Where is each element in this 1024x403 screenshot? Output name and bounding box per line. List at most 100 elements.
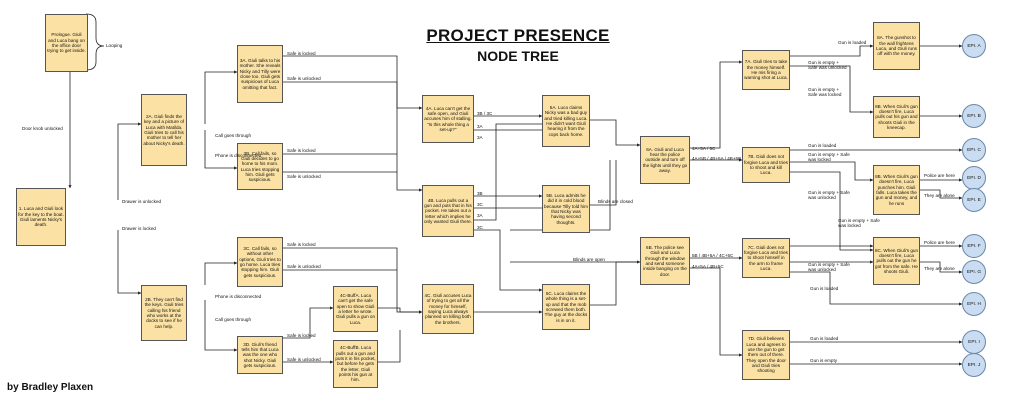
label-safe-locked-3d: Safe is locked	[287, 333, 316, 338]
node-3d-text: 3D. Giuli's friend tells him that Luca w…	[241, 341, 279, 368]
label-door-knob: Door knob unlocked	[22, 126, 63, 131]
node-3b-text: 3B. Call fails, so Giuli decides to go h…	[240, 150, 280, 183]
label-phone-disc-1: Phone is disconnected	[215, 153, 262, 158]
ending-g: EPI. G	[962, 260, 986, 284]
node-prologue-text: Prologue. Giuli and Luca bang on the off…	[47, 32, 86, 54]
label-gun-empty-7a: Gun is empty + Safe was unlocked	[808, 60, 847, 70]
node-2a: 2A. Giuli finds the key and a picture of…	[141, 94, 187, 166]
ending-c: EPI. C	[962, 138, 986, 162]
node-8b-alt-text: 8B. When Giuli's gun doesn't fire, Luca …	[875, 174, 918, 206]
label-6b-top: 5B / 4B+5A / 4C+5C	[692, 253, 734, 258]
node-8c-text: 8C. When Giuli's gun doesn't fire, Luca …	[875, 247, 919, 274]
node-8a-text: 8A. The gunshot to the wall frightens Lu…	[876, 35, 917, 57]
node-7b-text: 7B. Giuli does not forgive Luca and trie…	[744, 154, 788, 176]
label-6b-mid: 4A+5A / 4B+5C	[692, 264, 724, 269]
node-5b-text: 5B. Luca admits he did it in cold blood …	[544, 193, 588, 225]
label-4b-3b: 3B	[477, 191, 483, 196]
node-4c-buffa-text: 4C-BuffA. Luca can't get the safe open t…	[335, 293, 376, 325]
node-4c: 4C. Giuli accuses Luca of trying to get …	[422, 284, 474, 334]
label-gun-empty-7a-2: Gun is empty + Safe was locked	[808, 87, 842, 97]
node-4b-text: 4B. Luca pulls out a gun and puts that i…	[424, 197, 473, 224]
label-call-through-2: Call goes through	[215, 317, 252, 322]
node-5a: 5A. Luca claims Nicky was a bad guy and …	[542, 95, 590, 147]
node-5c-text: 5C. Luca claims the whole thing is a set…	[544, 291, 588, 323]
node-3c-text: 3C. Call fails, so without other options…	[239, 246, 281, 278]
label-safe-unlocked-3b: Safe is unlocked	[287, 174, 321, 179]
node-7a: 7A. Giuli tries to take the money himsel…	[742, 50, 790, 90]
page-title: PROJECT PRESENCE	[426, 26, 610, 45]
node-2a-text: 2A. Giuli finds the key and a picture of…	[143, 114, 185, 146]
label-gun-loaded-7a: Gun is loaded	[838, 40, 867, 45]
node-4c-buffa: 4C-BuffA. Luca can't get the safe open t…	[333, 286, 378, 332]
ending-a: EPI. A	[962, 34, 986, 58]
node-2b: 2B. They can't find the keys. Giuli trie…	[141, 285, 187, 341]
node-3a: 3A. Giuli talks to his mother. She revea…	[237, 45, 283, 103]
label-gun-loaded-7b: Gun is loaded	[808, 143, 837, 148]
ending-d: EPI. D	[962, 166, 986, 190]
label-alone-1: They are alone	[924, 193, 955, 198]
node-3b: 3B. Call fails, so Giuli decides to go h…	[237, 143, 283, 190]
node-4c-buffb: 4C-BuffB. Luca pulls out a gun and puts …	[333, 340, 378, 388]
node-7d-text: 7D. Giuli believes Luca and agrees to us…	[746, 336, 786, 374]
label-safe-unlocked-3c: Safe is unlocked	[287, 264, 321, 269]
label-gun-empty-7b: Gun is empty + Safe was locked	[808, 152, 850, 162]
node-4c-buffb-text: 4C-BuffB. Luca pulls out a gun and puts …	[335, 345, 376, 383]
label-4b-3c-2: 3C	[477, 225, 483, 230]
node-5a-text: 5A. Luca claims Nicky was a bad guy and …	[544, 105, 588, 137]
label-4b-3c: 3C	[477, 202, 483, 207]
ending-b: EPI. B	[962, 104, 986, 128]
node-4b: 4B. Luca pulls out a gun and puts that i…	[422, 185, 474, 237]
label-blinds-open: Blinds are open	[573, 257, 605, 262]
label-safe-locked-3a: Safe is locked	[287, 51, 316, 56]
label-4a-3b3c: 3B / 3C	[477, 111, 493, 116]
node-6b: 6B. The police see Giuli and Luca throug…	[640, 237, 690, 285]
node-7c: 7C. Giuli does not forgive Luca and trie…	[742, 238, 790, 278]
label-gun-empty-7c-2: Gun is empty + Safe was unlocked	[808, 262, 850, 272]
node-7a-text: 7A. Giuli tries to take the money himsel…	[744, 59, 788, 81]
node-3a-text: 3A. Giuli talks to his mother. She revea…	[239, 58, 281, 90]
label-alone-2: They are alone	[924, 266, 955, 271]
label-blinds-closed: Blinds are closed	[598, 199, 633, 204]
node-8a: 8A. The gunshot to the wall frightens Lu…	[873, 22, 920, 70]
label-gun-loaded-7d: Gun is loaded	[810, 336, 839, 341]
label-6a-top: 4A+5A / 5C	[692, 146, 716, 151]
node-4c-text: 4C. Giuli accuses Luca of trying to get …	[424, 293, 472, 325]
label-looping: Looping	[106, 43, 123, 48]
node-3d: 3D. Giuli's friend tells him that Luca w…	[237, 336, 283, 374]
node-6b-text: 6B. The police see Giuli and Luca throug…	[643, 245, 687, 277]
label-police-here-1: Police are here	[924, 173, 955, 178]
ending-e: EPI. E	[962, 188, 986, 212]
ending-i: EPI. I	[962, 330, 986, 354]
author-credit: by Bradley Plaxen	[7, 382, 94, 393]
node-4a: 4A. Luca can't get the safe open, and Gi…	[422, 95, 474, 143]
label-gun-empty-7b-2: Gun is empty + Safe was unlocked	[808, 190, 850, 200]
label-6a-mid: 4A+5B / 4B+5A / 4B+5B	[692, 156, 742, 161]
node-2b-text: 2B. They can't find the keys. Giuli trie…	[144, 297, 184, 329]
node-7c-text: 7C. Giuli does not forgive Luca and trie…	[744, 244, 788, 271]
node-6a: 6A. Giuli and Luca hear the police outsi…	[640, 136, 690, 184]
node-7d: 7D. Giuli believes Luca and agrees to us…	[742, 330, 790, 380]
node-1: 1. Luca and Giuli look for the key to th…	[16, 188, 66, 246]
node-7b: 7B. Giuli does not forgive Luca and trie…	[742, 147, 790, 183]
page-subtitle: NODE TREE	[477, 48, 559, 64]
label-4b-3a: 3A	[477, 213, 483, 218]
label-gun-empty-7d: Gun is empty	[810, 358, 838, 363]
label-4a-3a: 3A	[477, 124, 483, 129]
label-police-here-2: Police are here	[924, 240, 955, 245]
ending-j: EPI. J	[962, 353, 986, 377]
node-6a-text: 6A. Giuli and Luca hear the police outsi…	[642, 146, 688, 173]
label-safe-locked-3b: Safe is locked	[287, 148, 316, 153]
node-1-text: 1. Luca and Giuli look for the key to th…	[18, 206, 64, 228]
node-8b-alt: 8B. When Giuli's gun doesn't fire, Luca …	[873, 165, 920, 215]
label-gun-loaded-7c: Gun is loaded	[810, 286, 839, 291]
node-prologue: Prologue. Giuli and Luca bang on the off…	[45, 14, 88, 72]
node-5c: 5C. Luca claims the whole thing is a set…	[542, 284, 590, 330]
label-gun-empty-7c: Gun is empty + Safe was locked	[838, 218, 880, 228]
label-drawer-locked: Drawer is locked	[122, 226, 156, 231]
node-5b: 5B. Luca admits he did it in cold blood …	[542, 185, 590, 233]
node-4a-text: 4A. Luca can't get the safe open, and Gi…	[424, 105, 472, 132]
label-phone-disc-2: Phone is disconnected	[215, 294, 262, 299]
node-8b-text: 8B. When Giuli's gun doesn't fire, Luca …	[875, 103, 918, 130]
node-8c: 8C. When Giuli's gun doesn't fire, Luca …	[873, 237, 920, 285]
